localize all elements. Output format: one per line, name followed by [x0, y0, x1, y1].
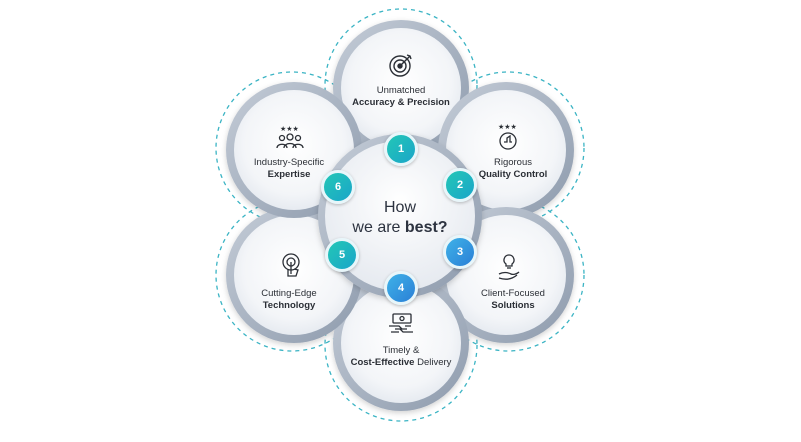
item-6-label: Industry-Specific Expertise — [253, 157, 325, 180]
petal-4 — [333, 275, 469, 411]
badge-5: 5 — [325, 238, 359, 272]
badge-1: 1 — [384, 132, 418, 166]
item-5-label: Cutting-Edge Technology — [261, 288, 317, 311]
target-icon — [389, 54, 412, 77]
badge-6: 6 — [321, 170, 355, 204]
item-3-label: Client-Focused Solutions — [481, 288, 545, 311]
center-line-1: How — [383, 199, 416, 216]
badge-2: 2 — [443, 168, 477, 202]
hand-lightbulb-icon — [498, 254, 520, 280]
team-stars-icon: ★★★ — [276, 125, 304, 149]
item-4-label: Timely & Cost-Effective Delivery — [350, 345, 452, 368]
money-exchange-icon — [389, 313, 413, 333]
item-2-label: Rigorous Quality Control — [478, 157, 548, 180]
center-title: How we are best? — [330, 198, 470, 238]
svg-text:★★★: ★★★ — [498, 123, 517, 131]
svg-text:★★★: ★★★ — [280, 125, 299, 133]
badge-4: 4 — [384, 271, 418, 305]
item-1-label: Unmatched Accuracy & Precision — [352, 85, 450, 108]
quality-badge-icon: ★★★ — [498, 123, 517, 150]
badge-3: 3 — [443, 235, 477, 269]
petal-1 — [333, 20, 469, 156]
center-circle — [318, 134, 482, 298]
touch-tech-icon — [282, 253, 300, 277]
center-line-2: we are best? — [352, 219, 448, 236]
